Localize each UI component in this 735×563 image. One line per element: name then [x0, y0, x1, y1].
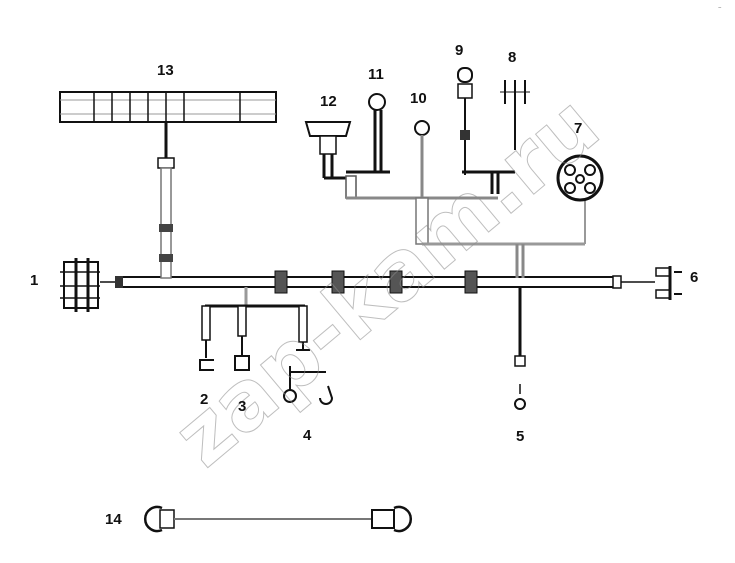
callout-7: 7 [574, 120, 582, 137]
connector-13-icon [59, 91, 277, 123]
plug-12-icon [304, 121, 352, 137]
lower-right-branch [514, 287, 526, 410]
callout-10: 10 [410, 90, 427, 107]
corner-mark: – [718, 3, 722, 11]
lower-left-branch [199, 287, 334, 405]
ring-terminal-4a-icon [283, 389, 298, 403]
terminal-9-icon [457, 67, 473, 83]
ring-terminal-14b-icon [393, 505, 412, 533]
lead-14 [144, 505, 412, 533]
ring-terminal-14a-icon [144, 505, 163, 533]
callout-4: 4 [303, 427, 312, 444]
callout-9: 9 [455, 42, 463, 59]
connector-6-icon [655, 266, 682, 300]
terminals-8-icon [500, 80, 530, 104]
upper-branch [304, 67, 586, 278]
ring-terminal-4b-icon [319, 385, 334, 405]
callout-1: 1 [30, 272, 38, 289]
terminal-2-icon [199, 359, 214, 371]
ring-terminal-10-icon [414, 120, 430, 136]
ring-terminal-5-icon [514, 398, 526, 410]
callout-5: 5 [516, 428, 524, 445]
callout-8: 8 [508, 49, 516, 66]
callout-6: 6 [690, 269, 698, 286]
callout-2: 2 [200, 391, 208, 408]
connector-1-icon [60, 258, 100, 312]
callout-3: 3 [238, 398, 246, 415]
socket-7-icon [556, 154, 604, 202]
callout-11: 11 [368, 66, 384, 83]
callout-12: 12 [320, 93, 337, 110]
ring-terminal-11-icon [368, 93, 386, 111]
wire-13 [157, 122, 175, 279]
main-harness [100, 270, 655, 294]
callout-13: 13 [157, 62, 174, 79]
callout-14: 14 [105, 511, 122, 528]
